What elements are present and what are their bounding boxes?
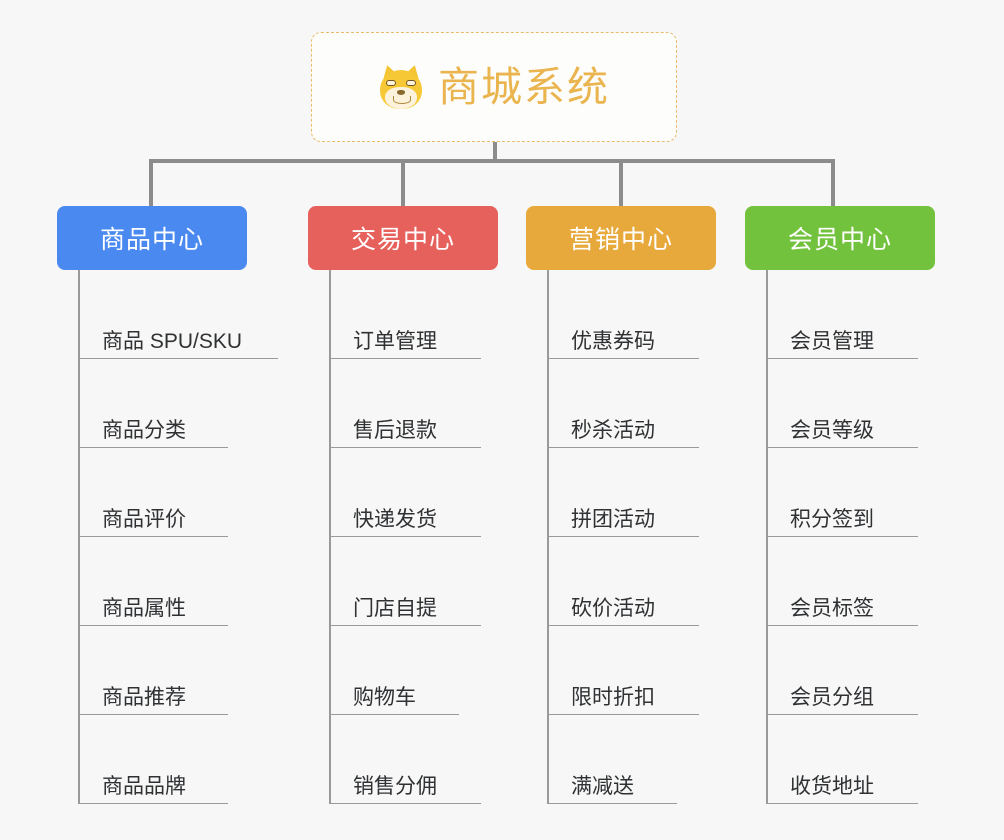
category-header-1[interactable]: 商品中心 [57,206,247,270]
category-header-label: 交易中心 [350,226,455,254]
item-underline [78,357,278,359]
connector-root-stem [493,142,497,162]
category-column-2: 交易中心 订单管理 售后退款 快递发货 门店自提 购物车 [308,206,498,804]
category-items-3: 优惠券码 秒杀活动 拼团活动 砍价活动 限时折扣 满减送 [526,270,716,804]
trunk-line [329,270,331,804]
category-items-1: 商品 SPU/SKU 商品分类 商品评价 商品属性 商品推荐 商品品牌 [57,270,278,804]
item-underline [329,535,481,537]
list-item[interactable]: 积分签到 [745,448,935,537]
item-underline [78,802,228,804]
list-item[interactable]: 快递发货 [308,448,498,537]
category-items-2: 订单管理 售后退款 快递发货 门店自提 购物车 销售分佣 [308,270,498,804]
category-header-label: 营销中心 [568,226,673,254]
item-underline [766,446,918,448]
list-item[interactable]: 门店自提 [308,537,498,626]
list-item[interactable]: 售后退款 [308,359,498,448]
list-item[interactable]: 满减送 [526,715,716,804]
category-items-4: 会员管理 会员等级 积分签到 会员标签 会员分组 收货地址 [745,270,935,804]
connector-drop-1 [149,159,153,206]
item-underline [766,802,918,804]
category-header-label: 商品中心 [99,226,204,254]
root-node[interactable]: 商城系统 [311,32,677,142]
trunk-line [547,270,549,804]
list-item[interactable]: 会员标签 [745,537,935,626]
category-header-3[interactable]: 营销中心 [526,206,716,270]
connector-horizontal-bus [149,159,835,163]
category-column-4: 会员中心 会员管理 会员等级 积分签到 会员标签 会员分组 [745,206,935,804]
list-item[interactable]: 会员分组 [745,626,935,715]
list-item[interactable]: 销售分佣 [308,715,498,804]
connector-drop-2 [401,159,405,206]
list-item[interactable]: 商品分类 [57,359,247,448]
item-underline [78,535,228,537]
category-header-2[interactable]: 交易中心 [308,206,498,270]
item-underline [547,446,699,448]
list-item[interactable]: 收货地址 [745,715,935,804]
connector-drop-4 [831,159,835,206]
item-underline [329,357,481,359]
item-underline [547,535,699,537]
list-item[interactable]: 限时折扣 [526,626,716,715]
root-title: 商城系统 [438,63,610,110]
item-underline [329,802,481,804]
item-underline [78,446,228,448]
category-column-1: 商品中心 商品 SPU/SKU 商品分类 商品评价 商品属性 商品推荐 [57,206,278,804]
item-underline [547,624,699,626]
list-item[interactable]: 商品评价 [57,448,247,537]
item-underline [329,624,481,626]
item-underline [766,713,918,715]
list-item[interactable]: 会员等级 [745,359,935,448]
list-item[interactable]: 商品属性 [57,537,247,626]
item-underline [329,713,459,715]
list-item[interactable]: 商品品牌 [57,715,247,804]
item-underline [547,357,699,359]
category-header-label: 会员中心 [787,226,892,254]
list-item[interactable]: 优惠券码 [526,270,716,359]
item-underline [766,535,918,537]
item-underline [78,713,228,715]
item-underline [329,446,481,448]
list-item[interactable]: 商品推荐 [57,626,247,715]
item-underline [547,802,677,804]
list-item[interactable]: 砍价活动 [526,537,716,626]
list-item[interactable]: 订单管理 [308,270,498,359]
trunk-line [766,270,768,804]
item-underline [766,357,918,359]
trunk-line [78,270,80,804]
list-item[interactable]: 秒杀活动 [526,359,716,448]
item-underline [78,624,228,626]
list-item[interactable]: 商品 SPU/SKU [57,270,278,359]
item-underline [766,624,918,626]
category-column-3: 营销中心 优惠券码 秒杀活动 拼团活动 砍价活动 限时折扣 [526,206,716,804]
category-header-4[interactable]: 会员中心 [745,206,935,270]
list-item[interactable]: 购物车 [308,626,498,715]
list-item[interactable]: 拼团活动 [526,448,716,537]
item-underline [547,713,699,715]
list-item[interactable]: 会员管理 [745,270,935,359]
shiba-inu-dog-icon [378,63,424,110]
connector-drop-3 [619,159,623,206]
